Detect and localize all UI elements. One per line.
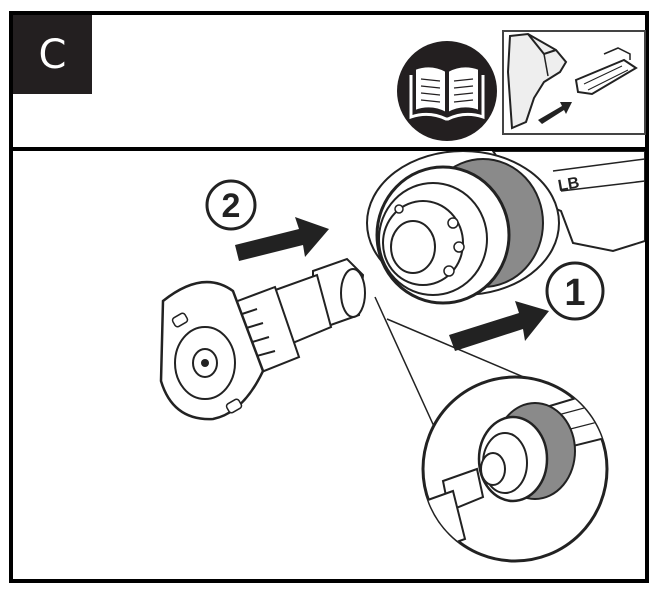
callout-second-label: 2 bbox=[222, 187, 241, 225]
panel-header: C bbox=[13, 15, 646, 151]
push-arrow-icon bbox=[449, 301, 549, 351]
step-badge: C bbox=[13, 15, 92, 94]
nozzle-tip bbox=[159, 257, 366, 421]
zoom-line bbox=[386, 318, 534, 382]
assembly-illustration: LB bbox=[159, 151, 645, 563]
callout-second: 2 bbox=[205, 179, 257, 231]
callout-first-label: 1 bbox=[564, 272, 585, 314]
connector-thumbnail bbox=[502, 30, 646, 135]
zoom-line bbox=[374, 296, 438, 434]
push-arrow-icon bbox=[235, 217, 329, 261]
open-book-icon bbox=[397, 41, 497, 141]
quick-coupler bbox=[366, 151, 560, 305]
callout-first: 1 bbox=[545, 261, 605, 321]
step-letter: C bbox=[38, 31, 67, 78]
instruction-panel: C bbox=[9, 11, 649, 583]
zoom-detail bbox=[421, 375, 609, 563]
svg-text:LB: LB bbox=[557, 174, 581, 194]
